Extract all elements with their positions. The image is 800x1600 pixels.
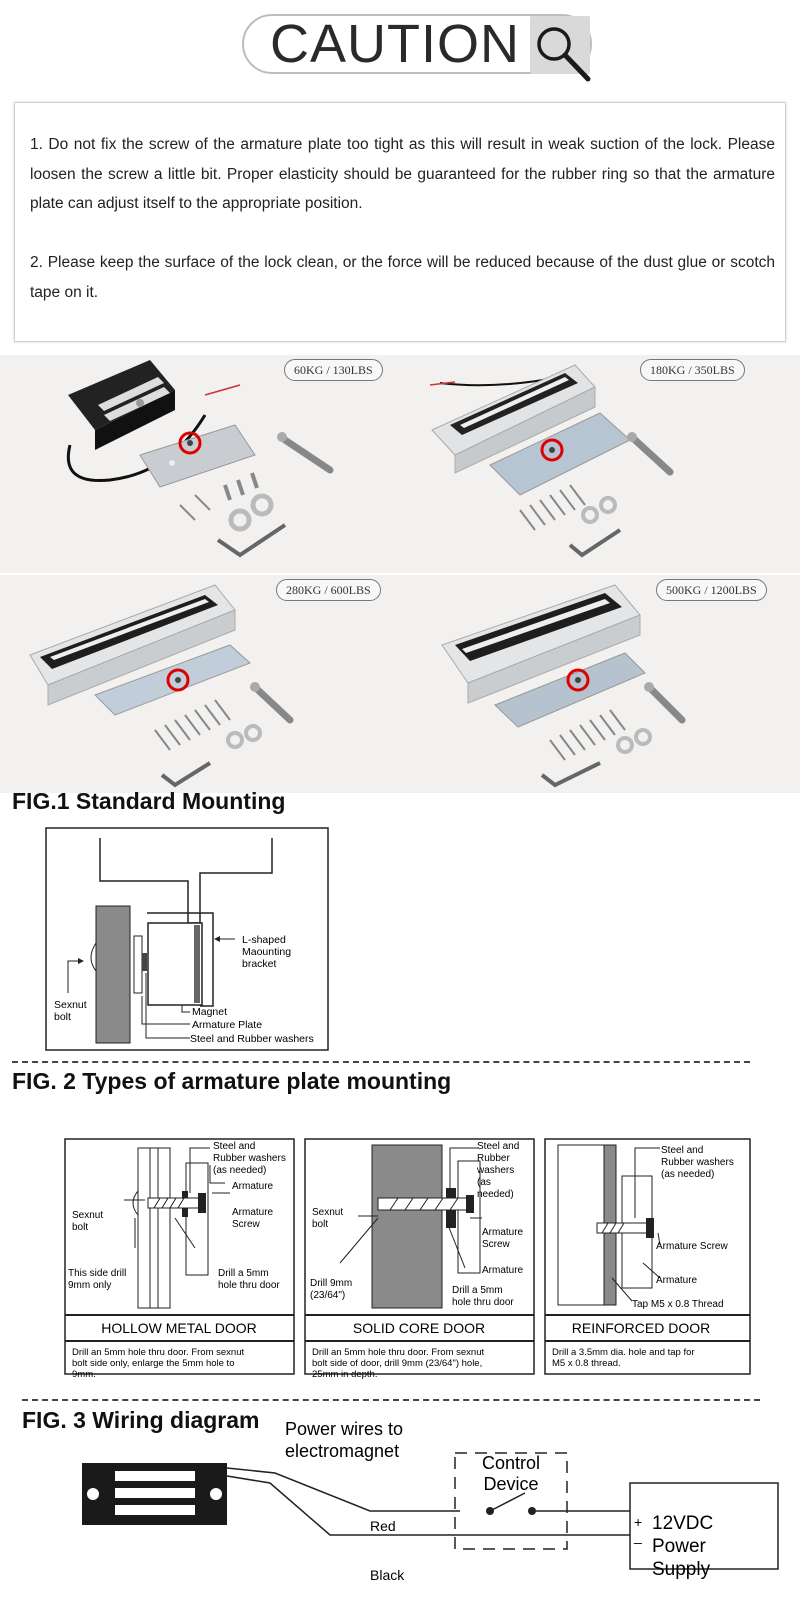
solid-desc-1: Drill an 5mm hole thru door. From sexnut	[312, 1347, 484, 1358]
caution-header: CAUTION	[0, 0, 800, 100]
solid-label-washers-4: (as	[477, 1177, 491, 1188]
hollow-desc-3: 9mm.	[72, 1369, 96, 1380]
hollow-desc-1: Drill an 5mm hole thru door. From sexnut	[72, 1347, 244, 1358]
reinforced-label-tap: Tap M5 x 0.8 Thread	[632, 1299, 724, 1310]
caution-title: CAUTION	[270, 14, 520, 74]
product-500kg: 500KG / 1200LBS	[400, 575, 800, 793]
reinforced-label-washers-3: (as needed)	[661, 1169, 714, 1180]
solid-label-sexnut-1: Sexnut	[312, 1207, 343, 1218]
caution-notes: 1. Do not fix the screw of the armature …	[14, 102, 786, 342]
hollow-label-screw-1: Armature	[232, 1207, 274, 1218]
fig1-label-bracket-1: L-shaped	[242, 934, 286, 946]
lock-280kg-illustration	[29, 584, 294, 788]
reinforced-desc-1: Drill a 3.5mm dia. hole and tap for	[552, 1347, 695, 1358]
solid-label-drill9-1: Drill 9mm	[310, 1278, 352, 1289]
solid-label-washers-1: Steel and	[477, 1141, 519, 1152]
solid-label-washers-5: needed)	[477, 1189, 514, 1200]
hollow-label-washers-3: (as needed)	[213, 1165, 266, 1176]
reinforced-title: REINFORCED DOOR	[572, 1320, 710, 1336]
rating-badge: 180KG / 350LBS	[640, 359, 745, 381]
fig1-label-magnet: Magnet	[192, 1006, 227, 1018]
fig1-label-bracket-2: Maounting	[242, 946, 291, 958]
reinforced-label-washers-2: Rubber washers	[661, 1157, 734, 1168]
solid-label-washers-2: Rubber	[477, 1153, 510, 1164]
hollow-label-sexnut-2: bolt	[72, 1222, 88, 1233]
rating-badge: 280KG / 600LBS	[276, 579, 381, 601]
solid-label-drill9-2: (23/64")	[310, 1290, 345, 1301]
rating-badge: 60KG / 130LBS	[284, 359, 383, 381]
fig3-supply-3: Supply	[652, 1559, 711, 1580]
fig3-control-2: Device	[483, 1474, 538, 1494]
product-280kg: 280KG / 600LBS	[0, 575, 400, 793]
reinforced-desc-2: M5 x 0.8 thread.	[552, 1358, 621, 1369]
fig1-label-armature-plate: Armature Plate	[192, 1019, 262, 1031]
lock-500kg-illustration	[441, 584, 686, 788]
solid-title: SOLID CORE DOOR	[353, 1320, 485, 1336]
solid-label-sexnut-2: bolt	[312, 1219, 328, 1230]
hollow-label-screw-2: Screw	[232, 1219, 261, 1230]
fig3-title: FIG. 3 Wiring diagram	[22, 1407, 260, 1433]
solid-desc-2: bolt side of door, drill 9mm (23/64") ho…	[312, 1358, 482, 1369]
solid-label-washers-3: washers	[476, 1165, 514, 1176]
separator	[22, 1399, 760, 1401]
reinforced-label-washers-1: Steel and	[661, 1145, 703, 1156]
fig1-label-sexnut-1: Sexnut	[54, 999, 87, 1011]
hollow-label-sexnut-1: Sexnut	[72, 1210, 103, 1221]
fig3-control-1: Control	[482, 1453, 540, 1473]
fig3-red-label: Red	[370, 1518, 396, 1534]
reinforced-label-screw: Armature Screw	[656, 1241, 728, 1252]
hollow-label-thisside-1: This side drill	[68, 1268, 126, 1279]
note-1: 1. Do not fix the screw of the armature …	[30, 136, 775, 212]
fig2-hollow-door: Steel and Rubber washers (as needed) Arm…	[64, 1138, 295, 1380]
hollow-desc-2: bolt side only, enlarge the 5mm hole to	[72, 1358, 234, 1369]
fig3-power-wires-1: Power wires to	[285, 1419, 403, 1439]
magnifier-icon	[530, 16, 591, 82]
fig3-plus: +	[634, 1514, 642, 1530]
fig1-diagram: L-shaped Maounting bracket Sexnut bolt M…	[45, 827, 329, 1051]
product-180kg: 180KG / 350LBS	[400, 355, 800, 573]
fig3-black-label: Black	[370, 1567, 405, 1583]
reinforced-label-armature: Armature	[656, 1275, 698, 1286]
solid-label-screw-1: Armature	[482, 1227, 524, 1238]
hollow-label-armature: Armature	[232, 1181, 274, 1192]
fig1-title: FIG.1 Standard Mounting	[12, 788, 286, 814]
fig2-solid-door: Steel and Rubber washers (as needed) Sex…	[304, 1138, 535, 1380]
hollow-label-drill-1: Drill a 5mm	[218, 1268, 269, 1279]
product-60kg: 60KG / 130LBS	[0, 355, 400, 573]
note-2: 2. Please keep the surface of the lock c…	[30, 254, 775, 301]
hollow-label-drill-2: hole thru door	[218, 1280, 280, 1291]
fig1-label-sexnut-2: bolt	[54, 1011, 71, 1023]
fig2-title: FIG. 2 Types of armature plate mounting	[12, 1068, 452, 1094]
rating-badge: 500KG / 1200LBS	[656, 579, 767, 601]
fig3-supply-1: 12VDC	[652, 1513, 713, 1534]
product-gallery: 60KG / 130LBS 180KG / 350LBS	[0, 355, 800, 795]
fig3-minus: _	[633, 1528, 642, 1544]
hollow-label-washers-1: Steel and	[213, 1141, 255, 1152]
fig3-power-wires-2: electromagnet	[285, 1441, 399, 1461]
fig1-label-washers: Steel and Rubber washers	[190, 1033, 314, 1045]
fig3-supply-2: Power	[652, 1536, 707, 1557]
lock-180kg-illustration	[429, 364, 674, 558]
fig2-reinforced-door: Steel and Rubber washers (as needed) Arm…	[544, 1138, 751, 1375]
hollow-label-thisside-2: 9mm only	[68, 1280, 111, 1291]
fig3-diagram: Power wires to electromagnet Control Dev…	[82, 1419, 779, 1583]
figures-drawing: L-shaped Maounting bracket Sexnut bolt M…	[45, 827, 779, 1583]
separator	[12, 1061, 750, 1063]
solid-label-screw-2: Screw	[482, 1239, 511, 1250]
lock-60kg-illustration	[67, 360, 334, 558]
solid-label-drill5-1: Drill a 5mm	[452, 1285, 503, 1296]
solid-label-drill5-2: hole thru door	[452, 1297, 514, 1308]
hollow-label-washers-2: Rubber washers	[213, 1153, 286, 1164]
hollow-title: HOLLOW METAL DOOR	[101, 1320, 257, 1336]
fig1-label-bracket-3: bracket	[242, 958, 277, 970]
installation-figures: FIG.1 Standard Mounting	[0, 788, 800, 1600]
solid-desc-3: 25mm in depth.	[312, 1369, 377, 1380]
solid-label-armature: Armature	[482, 1265, 524, 1276]
